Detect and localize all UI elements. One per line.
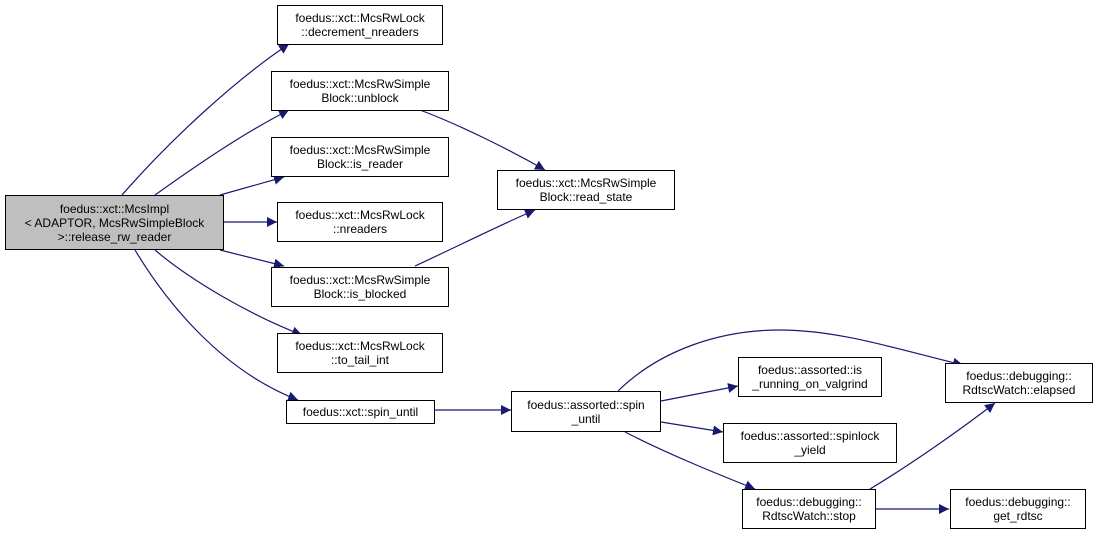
edge-root-to-unblock xyxy=(154,109,290,196)
node-label-line: ::decrement_nreaders xyxy=(301,25,419,39)
edge-root-to-decrement-nreaders xyxy=(121,43,290,196)
node-label-line: ::to_tail_int xyxy=(330,353,390,367)
node-label-line: foedus::debugging:: xyxy=(965,495,1071,509)
edge-stop-to-elapsed xyxy=(869,402,996,490)
node-label-line: foedus::xct::McsRwLock xyxy=(295,11,425,25)
edge-spin-until-to-stop xyxy=(624,431,756,490)
node-label-line: foedus::xct::McsRwSimple xyxy=(289,77,431,91)
node-read-state[interactable]: foedus::xct::McsRwSimple Block::read_sta… xyxy=(497,170,675,210)
node-unblock[interactable]: foedus::xct::McsRwSimple Block::unblock xyxy=(271,71,449,111)
node-label-line: RdtscWatch::stop xyxy=(762,509,856,523)
node-label-line: foedus::xct::McsRwLock xyxy=(295,208,425,222)
edge-spin-until-to-valgrind xyxy=(660,383,739,402)
node-label-line: foedus::xct::McsRwSimple xyxy=(289,143,431,157)
node-label-line: foedus::debugging:: xyxy=(966,369,1072,383)
edge-is-blocked-to-read-state xyxy=(414,209,536,267)
node-spinlock-yield[interactable]: foedus::assorted::spinlock _yield xyxy=(723,423,897,463)
node-label-line: >::release_rw_reader xyxy=(57,229,172,244)
node-is-blocked[interactable]: foedus::xct::McsRwSimple Block::is_block… xyxy=(271,267,449,307)
node-decrement-nreaders[interactable]: foedus::xct::McsRwLock ::decrement_nread… xyxy=(277,5,443,45)
node-label-line: foedus::xct::McsRwSimple xyxy=(515,176,657,190)
node-elapsed[interactable]: foedus::debugging:: RdtscWatch::elapsed xyxy=(945,363,1093,403)
node-label-line: RdtscWatch::elapsed xyxy=(962,383,1076,397)
node-label-line: foedus::xct::McsImpl xyxy=(59,201,170,216)
node-nreaders[interactable]: foedus::xct::McsRwLock ::nreaders xyxy=(277,202,443,242)
node-is-reader[interactable]: foedus::xct::McsRwSimple Block::is_reade… xyxy=(271,137,449,177)
node-get-rdtsc[interactable]: foedus::debugging:: get_rdtsc xyxy=(950,489,1086,529)
node-is-running-on-valgrind[interactable]: foedus::assorted::is _running_on_valgrin… xyxy=(738,357,882,397)
node-label-line: Block::is_reader xyxy=(316,157,404,171)
node-assorted-spin-until[interactable]: foedus::assorted::spin _until xyxy=(511,391,661,432)
node-label-line: foedus::xct::spin_until xyxy=(302,405,419,419)
node-label-line: foedus::debugging:: xyxy=(756,495,862,509)
edge-root-to-xct-spin-until xyxy=(134,249,299,402)
edge-spin-until-to-spinlock-yield xyxy=(660,421,724,436)
edge-unblock-to-read-state xyxy=(419,109,546,171)
node-release-rw-reader: foedus::xct::McsImpl < ADAPTOR, McsRwSim… xyxy=(5,195,224,250)
node-to-tail-int[interactable]: foedus::xct::McsRwLock ::to_tail_int xyxy=(277,333,443,373)
node-label-line: _running_on_valgrind xyxy=(752,377,868,391)
node-label-line: _yield xyxy=(794,443,826,457)
node-label-line: foedus::assorted::is xyxy=(757,363,863,377)
node-label-line: foedus::assorted::spinlock xyxy=(740,429,880,443)
edge-spin-until-to-elapsed xyxy=(617,329,964,392)
node-label-line: foedus::assorted::spin xyxy=(527,397,645,412)
node-label-line: foedus::xct::McsRwLock xyxy=(295,339,425,353)
node-xct-spin-until[interactable]: foedus::xct::spin_until xyxy=(286,400,435,424)
node-label-line: Block::is_blocked xyxy=(313,287,407,301)
node-label-line: get_rdtsc xyxy=(993,509,1043,523)
node-label-line: ::nreaders xyxy=(332,222,388,236)
edge-root-to-is-blocked xyxy=(219,249,285,269)
node-label-line: Block::unblock xyxy=(321,91,399,105)
edge-root-to-is-reader xyxy=(219,174,285,196)
node-label-line: foedus::xct::McsRwSimple xyxy=(289,273,431,287)
node-label-line: _until xyxy=(571,411,601,426)
node-stop[interactable]: foedus::debugging:: RdtscWatch::stop xyxy=(742,489,876,529)
edge-root-to-to-tail-int xyxy=(154,249,303,337)
node-label-line: < ADAPTOR, McsRwSimpleBlock xyxy=(24,215,205,230)
node-label-line: Block::read_state xyxy=(539,190,633,204)
